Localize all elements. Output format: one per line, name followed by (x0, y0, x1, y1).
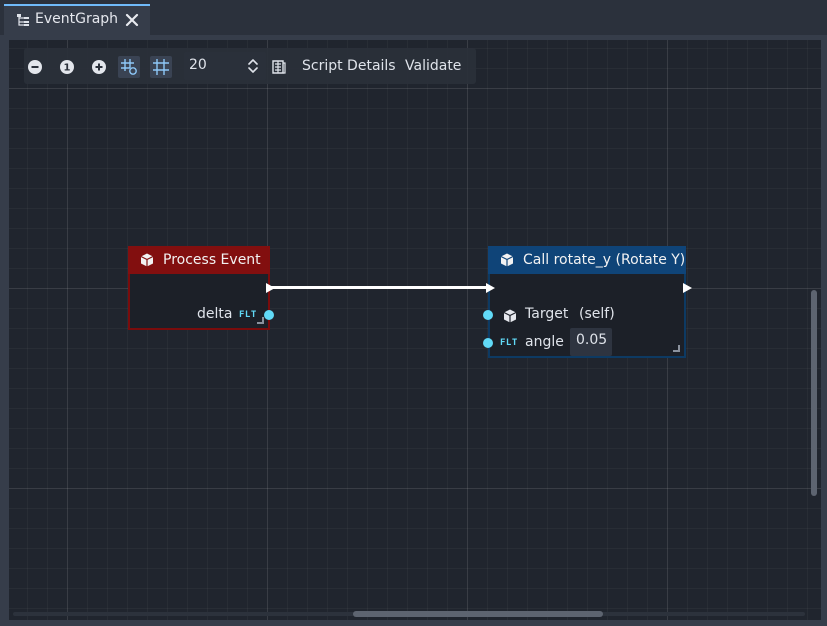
snap-distance-value: 20 (189, 57, 207, 73)
node-title: Call rotate_y (Rotate Y) (523, 252, 686, 268)
angle-value-field[interactable]: 0.05 (570, 328, 612, 356)
angle-label: angle (525, 334, 564, 350)
zoom-out-icon (28, 60, 42, 74)
node-call-rotate-y[interactable]: Call rotate_y (Rotate Y) Target (self) F… (483, 246, 692, 358)
target-input-port[interactable] (483, 310, 493, 320)
validate-button[interactable]: Validate (405, 58, 462, 74)
script-details-icon (272, 60, 286, 74)
snap-grid-icon (121, 59, 137, 75)
tab-eventgraph[interactable]: EventGraph (4, 4, 150, 35)
snap-grid-toggle[interactable] (118, 56, 140, 78)
delta-output-port[interactable] (264, 310, 274, 320)
script-details-button[interactable]: Script Details (302, 58, 396, 74)
exec-output-port[interactable] (266, 283, 275, 293)
cube-icon (503, 309, 517, 323)
cube-icon (500, 253, 514, 267)
horizontal-scrollbar[interactable] (353, 611, 603, 617)
target-label: Target (525, 306, 569, 322)
exec-input-port[interactable] (486, 283, 495, 293)
zoom-reset-glyph: 1 (64, 63, 71, 74)
node-title: Process Event (163, 252, 261, 268)
resize-grip-icon[interactable] (257, 317, 264, 324)
zoom-out-button[interactable] (24, 56, 46, 78)
tab-bar: EventGraph (0, 0, 827, 35)
zoom-in-button[interactable] (88, 56, 110, 78)
snap-distance-spinbox[interactable]: 20 (184, 52, 266, 80)
float-type-badge: FLT (500, 338, 518, 348)
graph-canvas[interactable]: 1 20 (9, 40, 821, 620)
close-icon[interactable] (125, 13, 139, 27)
graph-tree-icon (17, 14, 29, 26)
node-header[interactable]: Process Event (128, 246, 270, 274)
spin-arrows-icon[interactable] (246, 57, 260, 75)
node-header[interactable]: Call rotate_y (Rotate Y) (488, 246, 686, 274)
cube-icon (140, 253, 154, 267)
grid-icon (153, 59, 169, 75)
zoom-reset-button[interactable]: 1 (56, 56, 78, 78)
exec-output-port[interactable] (683, 283, 692, 293)
zoom-reset-icon: 1 (60, 60, 74, 74)
vertical-scrollbar[interactable] (811, 290, 817, 496)
resize-grip-icon[interactable] (673, 345, 680, 352)
port-label: delta (197, 306, 233, 322)
zoom-in-icon (92, 60, 106, 74)
graph-toolbar: 1 20 (24, 48, 476, 84)
target-value: (self) (579, 306, 615, 322)
node-process-event[interactable]: Process Event delta FLT (128, 246, 275, 330)
script-details-icon-button[interactable] (268, 56, 290, 78)
angle-input-port[interactable] (483, 338, 493, 348)
tab-label: EventGraph (35, 11, 119, 27)
grid-toggle[interactable] (150, 56, 172, 78)
exec-connection[interactable] (268, 286, 490, 289)
float-type-badge: FLT (239, 310, 257, 320)
